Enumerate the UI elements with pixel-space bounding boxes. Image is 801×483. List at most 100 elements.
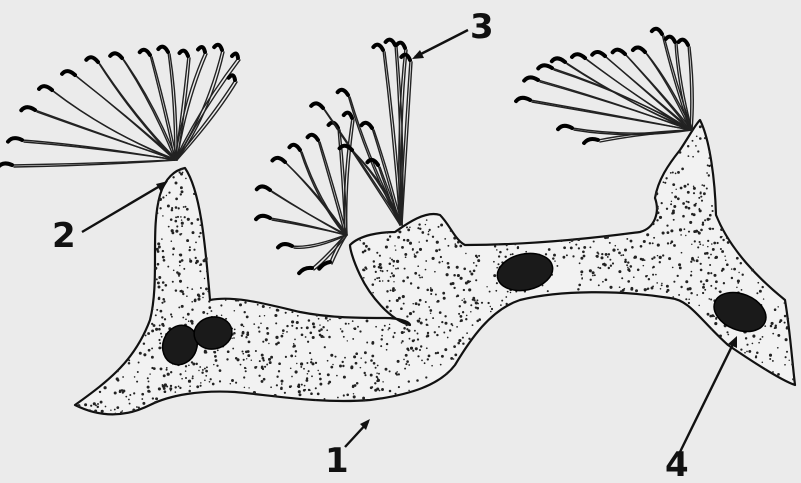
stipple-dot: [609, 286, 612, 289]
stipple-dot: [125, 396, 127, 398]
stipple-dot: [360, 367, 362, 369]
stipple-dot: [300, 362, 303, 365]
stipple-dot: [493, 274, 496, 277]
stipple-dot: [161, 289, 163, 291]
tentacle-tip: [516, 98, 530, 101]
stipple-dot: [740, 262, 742, 264]
stipple-dot: [460, 277, 463, 280]
stipple-dot: [210, 310, 212, 312]
stipple-dot: [481, 302, 483, 304]
stipple-dot: [627, 267, 629, 269]
stipple-dot: [741, 289, 743, 291]
stipple-dot: [487, 302, 489, 304]
stipple-dot: [672, 296, 673, 297]
stipple-dot: [404, 253, 407, 256]
stipple-dot: [408, 380, 410, 382]
leader-arrowhead-3: [412, 50, 424, 59]
stipple-dot: [507, 291, 509, 293]
stipple-dot: [672, 183, 675, 186]
stipple-dot: [758, 342, 760, 344]
stipple-dot: [462, 337, 464, 339]
stipple-dot: [379, 390, 381, 392]
stipple-dot: [312, 336, 315, 339]
stipple-dot: [762, 362, 764, 364]
stipple-dot: [363, 277, 365, 279]
stipple-dot: [179, 280, 182, 283]
stipple-dot: [792, 378, 794, 380]
stipple-dot: [389, 370, 391, 372]
stipple-dot: [463, 301, 466, 304]
stipple-dot: [427, 324, 429, 326]
stipple-dot: [657, 211, 660, 214]
stipple-dot: [787, 318, 790, 321]
stipple-dot: [199, 232, 201, 234]
stipple-dot: [691, 271, 693, 273]
stipple-dot: [359, 330, 361, 332]
stipple-dot: [453, 237, 456, 240]
stipple-dot: [652, 223, 655, 226]
stipple-dot: [624, 249, 627, 252]
stipple-dot: [577, 238, 580, 241]
stipple-dot: [690, 261, 692, 263]
stipple-dot: [275, 322, 277, 324]
stipple-dot: [387, 238, 390, 241]
stipple-dot: [733, 268, 736, 271]
stipple-dot: [319, 383, 322, 386]
stipple-dot: [303, 368, 305, 370]
stipple-dot: [459, 245, 462, 248]
stipple-dot: [401, 331, 404, 334]
stipple-dot: [152, 397, 154, 399]
stipple-dot: [214, 355, 217, 358]
stipple-dot: [666, 285, 669, 288]
stipple-dot: [199, 366, 201, 368]
stipple-dot: [771, 322, 774, 325]
stipple-dot: [447, 266, 450, 269]
stipple-dot: [389, 324, 390, 325]
stipple-dot: [187, 313, 190, 316]
stipple-dot: [300, 366, 302, 368]
stipple-dot: [553, 254, 556, 257]
stipple-dot: [680, 234, 682, 236]
stipple-dot: [661, 284, 663, 286]
stipple-dot: [589, 246, 591, 248]
stipple-dot: [708, 257, 710, 259]
stipple-dot: [122, 376, 124, 378]
stipple-dot: [208, 300, 210, 302]
stipple-dot: [269, 361, 272, 364]
stipple-dot: [577, 288, 579, 290]
stipple-dot: [684, 228, 686, 230]
stipple-dot: [670, 229, 673, 232]
stipple-dot: [595, 255, 597, 257]
stipple-dot: [398, 386, 400, 388]
stipple-dot: [453, 287, 455, 289]
stipple-dot: [643, 240, 646, 243]
stipple-dot: [400, 307, 403, 310]
stipple-dot: [370, 386, 373, 389]
stipple-dot: [183, 206, 185, 208]
stipple-dot: [410, 282, 412, 284]
tentacle-tip: [552, 58, 565, 62]
stipple-dot: [609, 242, 611, 244]
stipple-dot: [381, 329, 383, 331]
stipple-dot: [789, 360, 790, 361]
stipple-dot: [281, 383, 283, 385]
tentacle-tip: [158, 47, 168, 52]
stipple-dot: [192, 375, 194, 377]
stipple-dot: [282, 333, 283, 334]
stipple-dot: [243, 326, 245, 328]
stipple-dot: [706, 172, 708, 174]
stipple-dot: [339, 365, 342, 368]
stipple-dot: [415, 347, 418, 350]
stipple-dot: [763, 298, 764, 299]
stipple-dot: [582, 250, 585, 253]
stipple-dot: [696, 135, 698, 137]
stipple-dot: [259, 360, 261, 362]
stipple-dot: [190, 320, 193, 323]
stipple-dot: [398, 297, 401, 300]
stipple-dot: [417, 287, 420, 290]
stipple-dot: [710, 272, 712, 274]
stipple-dot: [199, 270, 201, 272]
stipple-dot: [162, 298, 165, 301]
stipple-dot: [408, 364, 410, 366]
stipple-dot: [670, 172, 672, 174]
